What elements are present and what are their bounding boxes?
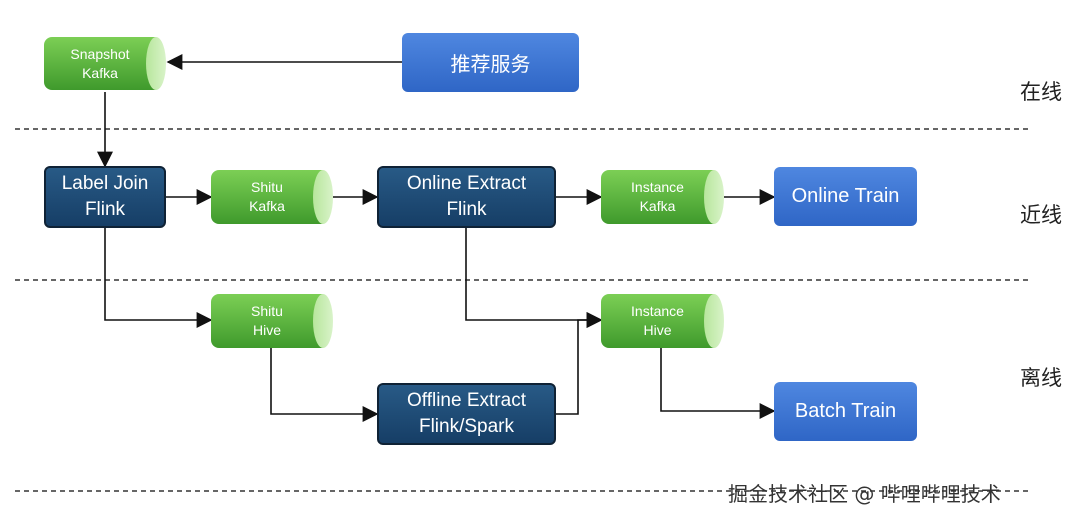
offline-extract-line2: Flink/Spark [418,416,515,437]
label-join-line2: Flink [84,199,126,220]
arrow-shituhive-to-offlineextract [270,348,379,422]
batch-train-label: Batch Train [794,400,897,422]
shitu-kafka-line2: Kafka [249,198,285,214]
label-join-line1: Label Join [61,173,149,194]
instance-hive-line2: Hive [643,322,672,338]
arrow-onlineextract-to-instancehive [465,228,603,328]
shitu-hive-line1: Shitu [251,303,283,319]
online-extract-line1: Online Extract [406,173,527,194]
shitu-kafka-line1: Shitu [251,179,283,195]
arrow-offlineextract-to-instancehive [556,312,603,415]
offline-extract-line1: Offline Extract [407,390,526,411]
online-train-node: Online Train [774,167,917,226]
recommend-service-label: 推荐服务 [450,52,531,76]
recommend-service-node: 推荐服务 [402,33,579,92]
instance-hive-line1: Instance [631,303,684,319]
batch-train-node: Batch Train [774,382,917,441]
shitu-hive-line2: Hive [252,322,281,338]
arrow-labeljoin-to-shituhive [104,228,213,328]
snapshot-kafka-line1: Snapshot [70,45,130,62]
zone-offline-label: 离线 [1020,366,1062,390]
zone-nearline-label: 近线 [1020,203,1062,227]
online-train-label: Online Train [791,185,900,207]
zone-online-label: 在线 [1020,80,1062,104]
arrow-instancehive-to-batchtrain [660,348,776,419]
instance-kafka-line2: Kafka [639,198,676,214]
snapshot-kafka-line2: Kafka [82,64,118,81]
watermark: 掘金技术社区 @ 哔哩哔哩技术 [728,482,1001,506]
instance-kafka-line1: Instance [631,179,684,195]
online-extract-line2: Flink [446,199,487,220]
